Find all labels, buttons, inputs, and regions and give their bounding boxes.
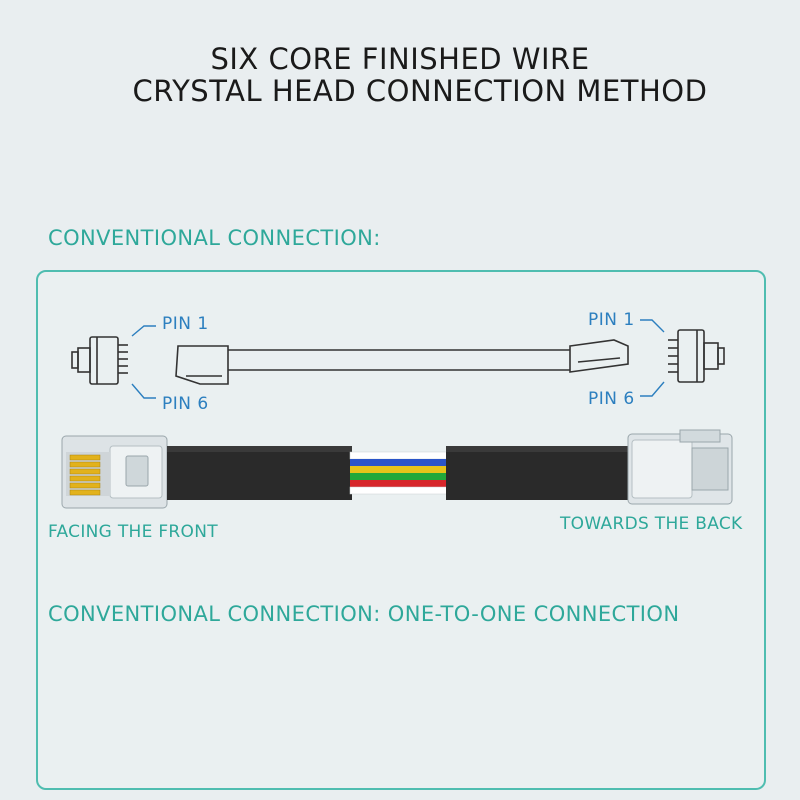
gold-contacts [69,454,101,496]
left-connector-outline-icon [71,336,128,385]
title-line-2: CRYSTAL HEAD CONNECTION METHOD [132,74,708,108]
flat-cable-photo [61,429,733,509]
caption-facing-front: FACING THE FRONT [48,522,218,542]
diagram-panel [36,270,766,790]
left-pin-1-label: PIN 1 [162,314,209,334]
right-pin-leaders [640,319,665,397]
right-connector-outline-icon [668,329,725,383]
left-pin-6-label: PIN 6 [162,394,209,414]
bottom-heading: CONVENTIONAL CONNECTION: ONE-TO-ONE CONN… [48,602,680,626]
right-pin-6-label: PIN 6 [588,389,635,409]
right-pin-1-label: PIN 1 [588,310,635,330]
title-line-1: SIX CORE FINISHED WIRE [210,42,590,76]
side-view-cable [175,339,629,385]
caption-towards-back: TOWARDS THE BACK [560,514,743,534]
section-heading: CONVENTIONAL CONNECTION: [48,226,381,250]
left-pin-leaders [131,325,156,399]
